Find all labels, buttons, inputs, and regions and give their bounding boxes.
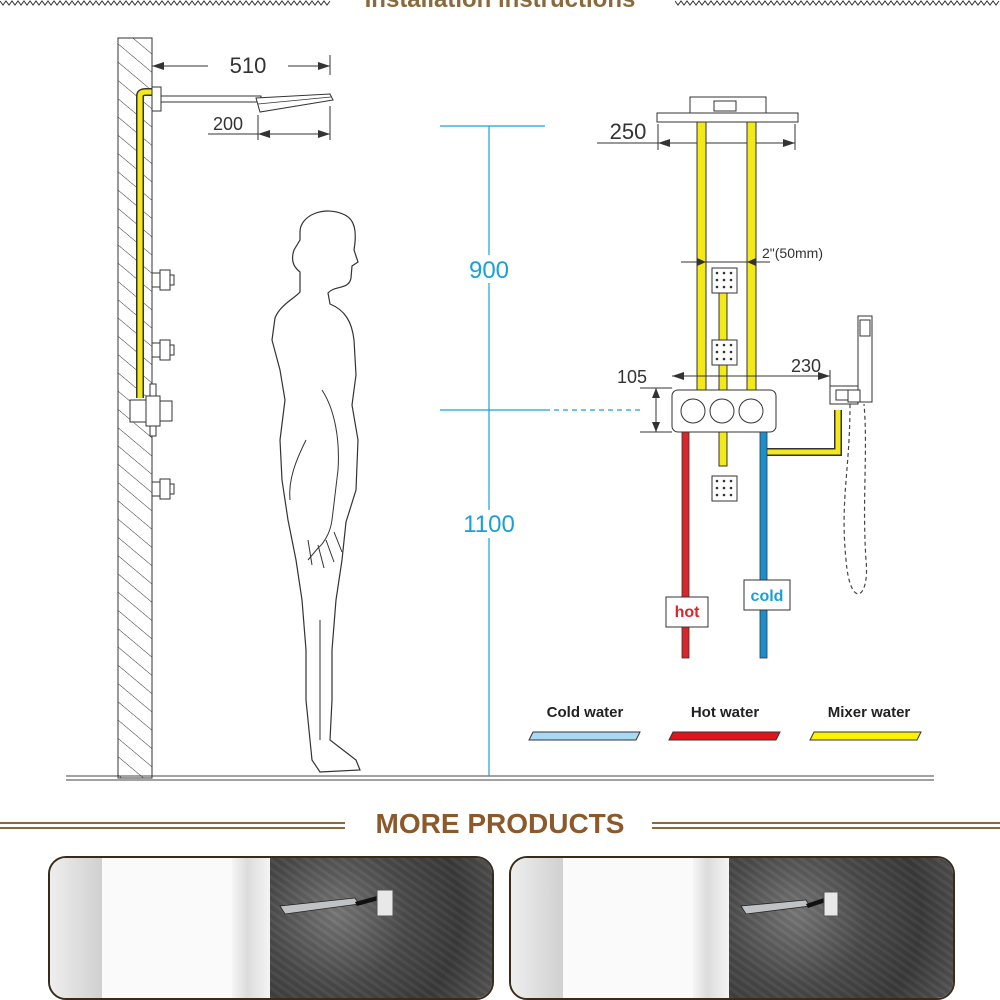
cold-label: cold — [751, 588, 784, 605]
body-jet-3 — [711, 475, 738, 502]
handheld-hose — [843, 403, 868, 595]
thermostatic-valve — [671, 389, 777, 433]
dim-height-lower: 1100 — [463, 511, 515, 538]
dim-head-width: 250 — [610, 119, 647, 144]
hot-label: hot — [675, 604, 701, 621]
legend-label-cold: Cold water — [547, 704, 624, 721]
dim-arm-offset: 200 — [213, 114, 243, 134]
legend-label-hot: Hot water — [691, 704, 760, 721]
page-title: Installation instructions — [0, 0, 1000, 14]
legend: Cold water Hot water Mixer water — [528, 704, 922, 741]
wall-body-jet-1 — [151, 269, 175, 291]
wall-mixing-valve — [129, 383, 173, 437]
wall-body-jet-2 — [151, 339, 175, 361]
product-shower-head-2 — [740, 891, 839, 917]
more-products-lines-left — [0, 822, 345, 829]
hot-pipe — [681, 431, 690, 659]
installation-diagram: 510 200 900 1100 — [66, 37, 934, 781]
dim-arm-length: 510 — [230, 53, 267, 78]
header-zigzag-left — [0, 0, 330, 6]
body-jet-1 — [711, 267, 738, 294]
shower-arm-mount — [151, 86, 162, 112]
legend-label-mixer: Mixer water — [828, 704, 911, 721]
wall-body-jet-3 — [151, 478, 175, 500]
handheld-shower — [829, 315, 873, 405]
legend-swatch-hot — [668, 731, 781, 741]
product-shower-head-1 — [279, 889, 394, 917]
header-zigzag-right — [675, 0, 1000, 6]
ceiling-shower-head — [656, 96, 799, 123]
dim-height-upper: 900 — [469, 257, 509, 284]
legend-swatch-cold — [528, 731, 641, 741]
dim-handheld-offset: 230 — [791, 356, 821, 376]
product-card-1[interactable] — [48, 856, 494, 1000]
cold-pipe — [759, 431, 768, 659]
legend-swatch-mixer — [809, 731, 922, 741]
human-figure — [271, 210, 361, 773]
shower-arm — [160, 95, 262, 103]
product-card-2[interactable] — [509, 856, 955, 1000]
more-products-title: MORE PRODUCTS — [375, 808, 625, 839]
dim-pipe-spacing: 2"(50mm) — [762, 245, 823, 261]
more-products-lines-right — [652, 822, 1000, 829]
body-jet-2 — [711, 339, 738, 366]
dim-valve-height: 105 — [617, 367, 647, 387]
